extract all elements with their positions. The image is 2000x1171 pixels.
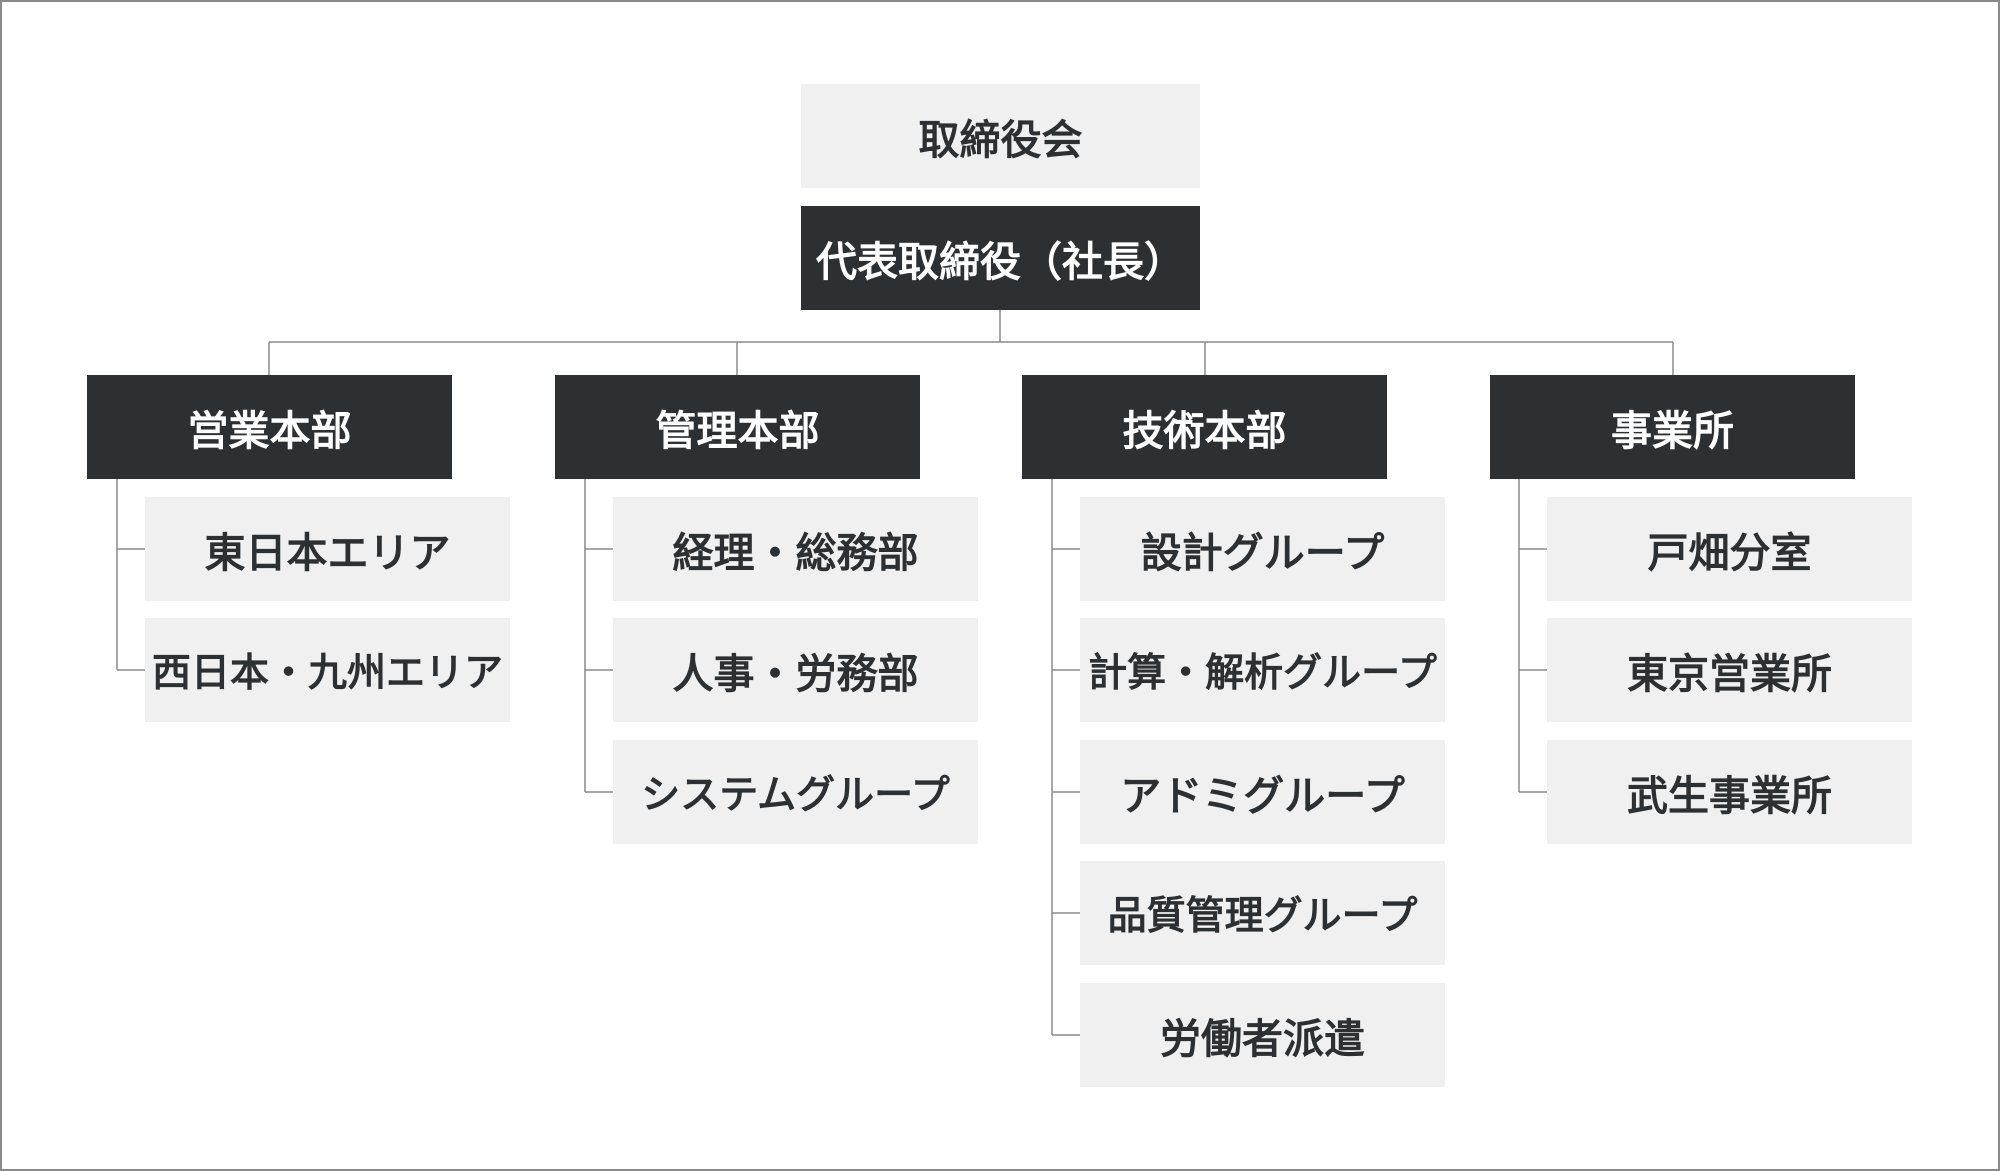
unit-box: 武生事業所 bbox=[1547, 740, 1912, 844]
unit-box: アドミグループ bbox=[1080, 740, 1445, 844]
unit-label: 設計グループ bbox=[1140, 529, 1385, 577]
unit-label: 東日本エリア bbox=[204, 529, 451, 577]
division-box-sales: 営業本部 bbox=[87, 375, 452, 479]
unit-label: 品質管理グループ bbox=[1107, 894, 1418, 939]
unit-box: 人事・労務部 bbox=[613, 618, 978, 722]
unit-label: 労働者派遣 bbox=[1160, 1015, 1365, 1063]
unit-label: 武生事業所 bbox=[1627, 772, 1832, 820]
board-label: 取締役会 bbox=[918, 116, 1083, 164]
ceo-box: 代表取締役（社長） bbox=[801, 206, 1200, 310]
unit-box: 東日本エリア bbox=[145, 497, 510, 601]
board-box: 取締役会 bbox=[801, 84, 1200, 188]
unit-box: 戸畑分室 bbox=[1547, 497, 1912, 601]
unit-box: 西日本・九州エリア bbox=[145, 618, 510, 722]
unit-box: 品質管理グループ bbox=[1080, 861, 1445, 965]
division-box-admin: 管理本部 bbox=[555, 375, 920, 479]
unit-box: 労働者派遣 bbox=[1080, 983, 1445, 1087]
division-label: 営業本部 bbox=[187, 407, 352, 455]
unit-box: 計算・解析グループ bbox=[1080, 618, 1445, 722]
unit-label: 経理・総務部 bbox=[672, 529, 919, 577]
unit-box: システムグループ bbox=[613, 740, 978, 844]
division-label: 事業所 bbox=[1611, 407, 1734, 455]
unit-box: 設計グループ bbox=[1080, 497, 1445, 601]
unit-label: アドミグループ bbox=[1120, 772, 1405, 820]
unit-label: 東京営業所 bbox=[1627, 650, 1832, 698]
division-box-engineering: 技術本部 bbox=[1022, 375, 1387, 479]
division-label: 管理本部 bbox=[655, 407, 820, 455]
unit-label: 人事・労務部 bbox=[672, 650, 919, 698]
ceo-label: 代表取締役（社長） bbox=[816, 238, 1185, 286]
division-box-offices: 事業所 bbox=[1490, 375, 1855, 479]
unit-label: 計算・解析グループ bbox=[1088, 651, 1437, 696]
unit-label: 西日本・九州エリア bbox=[151, 651, 503, 696]
unit-label: システムグループ bbox=[641, 773, 950, 818]
unit-box: 経理・総務部 bbox=[613, 497, 978, 601]
division-label: 技術本部 bbox=[1122, 407, 1287, 455]
unit-label: 戸畑分室 bbox=[1647, 529, 1812, 577]
unit-box: 東京営業所 bbox=[1547, 618, 1912, 722]
